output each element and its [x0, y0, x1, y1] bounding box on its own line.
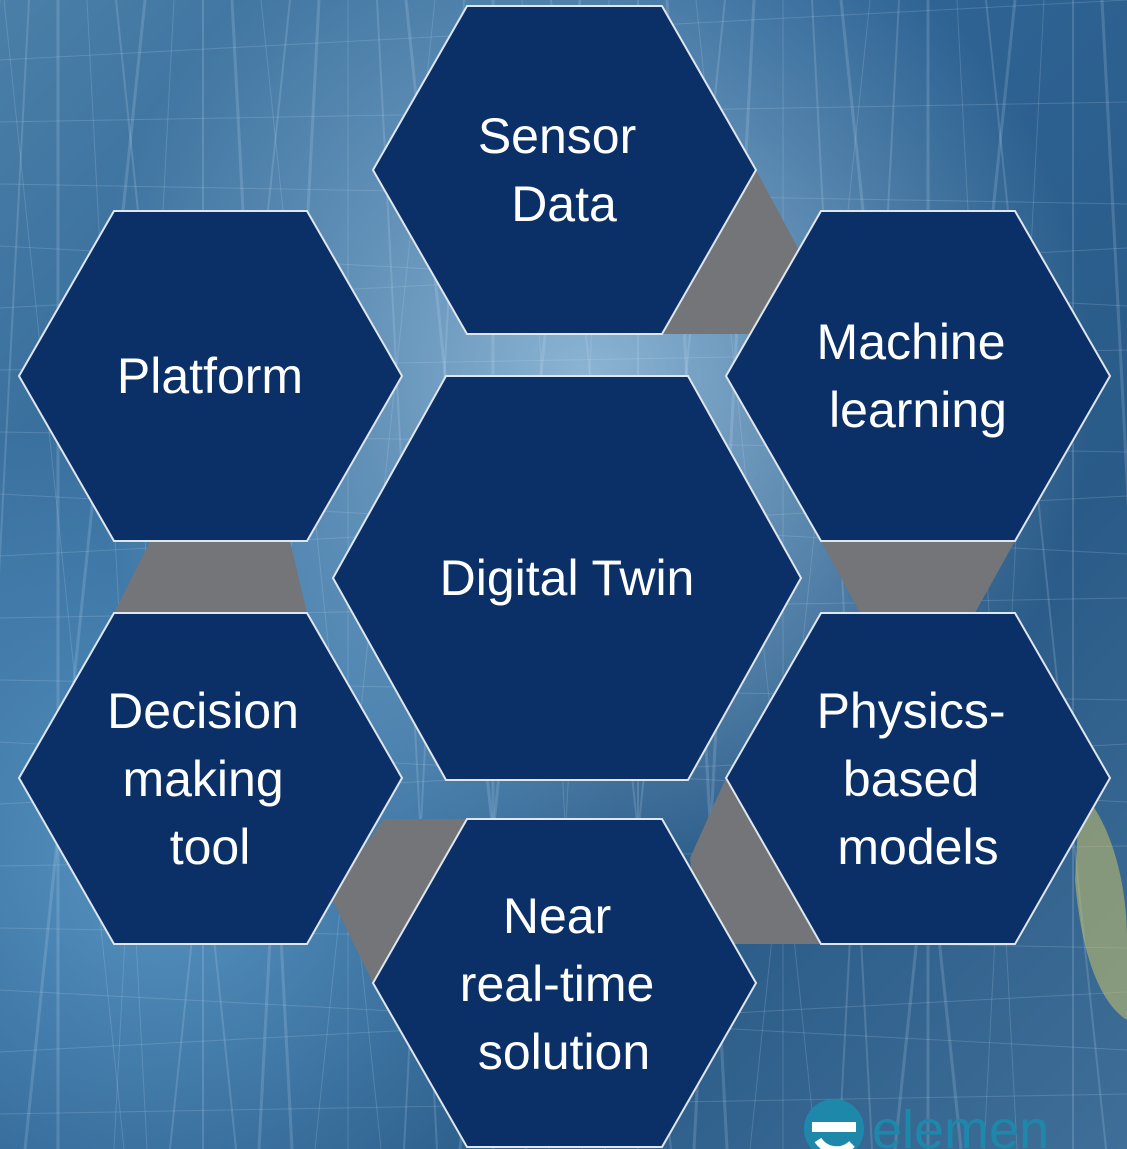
digital-twin-label: Digital Twin	[440, 550, 695, 606]
connector-sensor-machine	[662, 170, 800, 334]
logo-mark-icon	[804, 1099, 864, 1149]
hex-machine-learning-shape	[724, 210, 1112, 542]
hex-digital-twin-shape	[331, 375, 803, 781]
hex-physics-based-models: Physics- based models	[724, 612, 1112, 945]
hex-near-real-time-solution: Near real-time solution	[371, 818, 758, 1148]
connector-physics-near	[690, 778, 821, 944]
hex-platform-shape	[17, 210, 404, 542]
platform-label: Platform	[117, 348, 303, 404]
background-streak	[983, 0, 1045, 1149]
hex-sensor-data: Sensor Data	[371, 5, 758, 335]
background-streak	[749, 0, 871, 1149]
hex-digital-twin: Digital Twin	[331, 375, 803, 781]
background-streak	[23, 0, 147, 1149]
company-logo: elemen	[804, 1099, 1049, 1149]
connector-decision-platform	[114, 541, 307, 613]
hex-near-real-time-solution-shape	[371, 818, 758, 1148]
background-streak	[3, 0, 125, 1149]
hex-sensor-data-shape	[371, 5, 758, 335]
connector-machine-physics	[821, 541, 1015, 613]
machine-learning-label: Machine learning	[817, 314, 1020, 438]
logo-text: elemen	[872, 1100, 1049, 1149]
background-streak	[86, 0, 148, 1149]
near-real-time-solution-label: Near real-time solution	[460, 888, 668, 1080]
hex-platform: Platform	[17, 210, 404, 542]
hex-decision-making-tool: Decision making tool	[17, 612, 404, 945]
sensor-data-label: Sensor Data	[478, 108, 650, 232]
background-streak	[0, 0, 30, 575]
connectors	[114, 170, 1015, 983]
hex-physics-based-models-shape	[724, 612, 1112, 945]
hex-decision-making-tool-shape	[17, 612, 404, 945]
background-streak	[1100, 0, 1127, 508]
hex-machine-learning: Machine learning	[724, 210, 1112, 542]
physics-based-models-label: Physics- based models	[817, 683, 1020, 875]
background-streak	[985, 0, 1107, 1149]
connector-near-decision	[330, 819, 467, 983]
decision-making-tool-label: Decision making tool	[107, 683, 313, 875]
